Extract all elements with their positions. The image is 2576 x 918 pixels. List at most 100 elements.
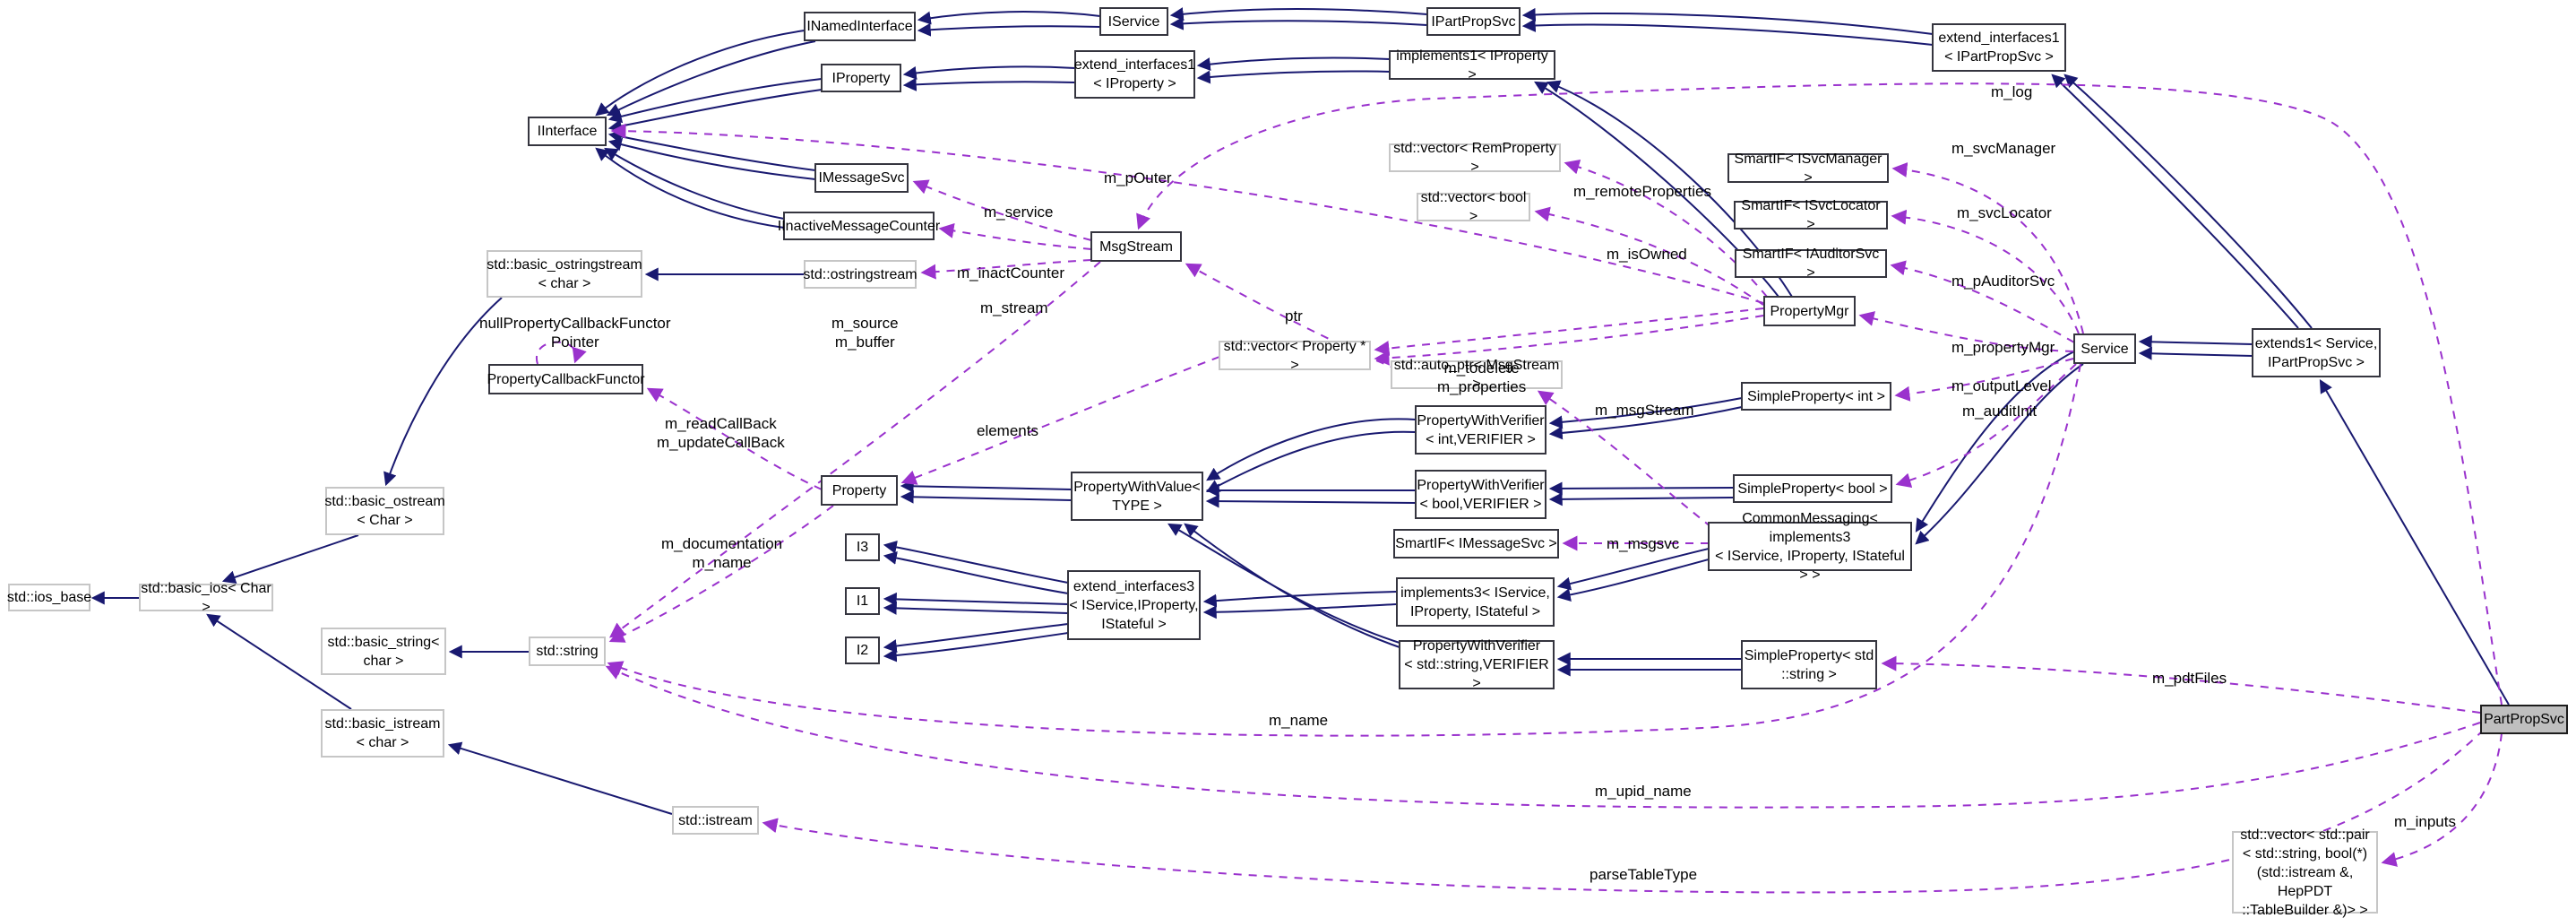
node-simpleproperty-bool[interactable]: SimpleProperty< bool > (1733, 474, 1892, 503)
node-property[interactable]: Property (821, 475, 898, 506)
edge-basicostringstream-basicostream (383, 297, 503, 487)
edge-property-string-mdocumentation (608, 505, 834, 643)
node-extend-interfaces1-ipartpropsvc[interactable]: extend_interfaces1 < IPartPropSvc > (1932, 23, 2066, 72)
edge-label-m-log: m_log (1991, 83, 2033, 100)
edge-inamed-iinterface-a (595, 30, 806, 117)
node-basic-istream[interactable]: std::basic_istream < char > (321, 709, 444, 758)
edge-label-m-documentation-m-name: m_documentation m_name (661, 535, 783, 571)
edge-impl3-extif3-a (1202, 591, 1398, 608)
edge-label-m-stream: m_stream (980, 299, 1048, 316)
edge-service-string-mname (607, 363, 2081, 737)
node-msgstream[interactable]: MsgStream (1090, 231, 1182, 262)
edge-iproperty-iinterface-a (607, 78, 823, 124)
edge-label-parsetabletype: parseTableType (1590, 866, 1698, 883)
edge-label-m-remoteproperties: m_remoteProperties (1573, 183, 1712, 200)
node-inamedinterface[interactable]: INamedInterface (804, 12, 916, 41)
edge-spbool-pwvbool-a (1548, 481, 1735, 496)
edge-service-propertymgr-mpropertymgr (1858, 311, 2074, 352)
node-ipartpropsvc-interface[interactable]: IPartPropSvc (1426, 7, 1521, 36)
node-i1[interactable]: I1 (845, 587, 880, 615)
node-basic-string[interactable]: std::basic_string< char > (321, 628, 446, 675)
node-extends1-service-ipartpropsvc[interactable]: extends1< Service, IPartPropSvc > (2252, 328, 2381, 377)
node-auto-ptr-msgstream[interactable]: std::auto_ptr< MsgStream > (1391, 358, 1563, 392)
edge-service-smartifsvcmanager-msvcmanager (1891, 162, 2084, 334)
node-partpropsvc[interactable]: PartPropSvc (2480, 705, 2568, 734)
edge-spint-pwvint-b (1548, 406, 1743, 440)
edge-partpropsvc-istream-parsetabletype (762, 729, 2485, 894)
edge-label-m-pauditorsvc: m_pAuditorSvc (1951, 273, 2055, 290)
edge-label-m-service: m_service (984, 204, 1054, 221)
node-simpleproperty-string[interactable]: SimpleProperty< std ::string > (1741, 640, 1877, 689)
node-imessagesvc[interactable]: IMessageSvc (814, 163, 909, 193)
edge-partpropsvc-vecpair-minputs (2381, 732, 2503, 867)
node-implements1-iproperty[interactable]: implements1< IProperty > (1389, 48, 1555, 82)
edge-commonmessaging-autoptr-mmsgstream (1537, 390, 1712, 528)
edge-commonmessaging-impl3-b (1556, 559, 1710, 602)
edge-label-m-svcmanager: m_svcManager (1951, 140, 2056, 157)
node-implements3[interactable]: implements3< IService, IProperty, IState… (1396, 577, 1555, 627)
edge-extends1-service-a (2138, 334, 2253, 349)
node-vector-property-ptr[interactable]: std::vector< Property * > (1219, 339, 1371, 373)
edge-extif1iprop-iproperty-b (902, 77, 1076, 91)
edge-service-spbool-mauditinit (1895, 363, 2077, 489)
edge-pwvint-pwvalue-a (1206, 418, 1417, 481)
edge-msgstream-iinactive-minactcounter (938, 222, 1092, 250)
edge-pwvstring-pwvalue-b (1184, 523, 1417, 654)
edge-label-m-msgsvc: m_msgsvc (1607, 535, 1680, 552)
edge-partpropsvc-spstring-mpdtfiles (1881, 655, 2481, 714)
edge-basicistream-basicios (206, 613, 352, 710)
node-basic-ostream[interactable]: std::basic_ostream < Char > (324, 487, 445, 535)
node-extend-interfaces1-iproperty[interactable]: extend_interfaces1 < IProperty > (1074, 50, 1195, 99)
node-string[interactable]: std::string (529, 637, 606, 666)
edge-service-commonmessaging-a (1915, 351, 2075, 533)
node-vector-pair-tablebuilder[interactable]: std::vector< std::pair < std::string, bo… (2232, 827, 2378, 918)
node-iservice[interactable]: IService (1099, 7, 1168, 36)
edge-propertymgr-vecpropptr-mproperties (1374, 315, 1764, 366)
edge-extif3-i1-a (883, 592, 1069, 606)
edge-propertymgr-vecbool-misowned (1534, 206, 1764, 306)
node-simpleproperty-int[interactable]: SimpleProperty< int > (1741, 382, 1891, 411)
edge-service-smartifsvclocator-msvclocator (1891, 209, 2080, 334)
node-propertywithvalue-type[interactable]: PropertyWithValue< TYPE > (1071, 472, 1203, 521)
node-propertycallbackfunctor[interactable]: PropertyCallbackFunctor (487, 364, 645, 394)
node-propertywithverifier-string[interactable]: PropertyWithVerifier < std::string,VERIF… (1399, 638, 1555, 691)
node-iinterface[interactable]: IInterface (528, 117, 607, 146)
edge-label-m-inputs: m_inputs (2394, 813, 2456, 830)
edge-impl1-extif1iprop-b (1196, 70, 1391, 84)
node-basic-ios[interactable]: std::basic_ios< Char > (139, 581, 273, 615)
edge-ipartpropsvc-iservice-a (1169, 7, 1428, 22)
edge-partpropsvc-extends1 (2319, 379, 2510, 706)
node-vector-remproperty[interactable]: std::vector< RemProperty > (1389, 141, 1561, 175)
node-ios-base[interactable]: std::ios_base (7, 584, 91, 611)
node-propertywithverifier-int[interactable]: PropertyWithVerifier < int,VERIFIER > (1415, 405, 1546, 455)
node-istream[interactable]: std::istream (672, 806, 759, 835)
node-iproperty[interactable]: IProperty (821, 64, 901, 92)
edge-iservice-inamedinterface-a (917, 11, 1101, 25)
node-iinactivemessagecounter[interactable]: IInactiveMessageCounter (778, 212, 940, 240)
node-service[interactable]: Service (2073, 333, 2136, 364)
edge-label-nullpropertycallbackfunctorpointer: nullPropertyCallbackFunctor Pointer (479, 315, 671, 351)
node-propertywithverifier-bool[interactable]: PropertyWithVerifier < bool,VERIFIER > (1415, 470, 1546, 519)
edge-iproperty-iinterface-b (607, 89, 823, 133)
node-propertymgr[interactable]: PropertyMgr (1763, 296, 1856, 326)
node-commonmessaging[interactable]: CommonMessaging< implements3 < IService,… (1708, 511, 1912, 583)
edge-extif1ipps-ipartpropsvc-a (1521, 7, 1934, 35)
edge-extif3-i3-b (883, 550, 1069, 594)
node-basic-ostringstream[interactable]: std::basic_ostringstream < char > (487, 250, 642, 298)
edge-spbool-pwvbool-b (1548, 492, 1735, 507)
node-smartif-isvclocator[interactable]: SmartIF< ISvcLocator > (1734, 198, 1888, 232)
node-i3[interactable]: I3 (845, 533, 880, 561)
node-smartif-iauditorsvc[interactable]: SmartIF< IAuditorSvc > (1735, 247, 1887, 281)
node-i2[interactable]: I2 (845, 637, 880, 664)
edge-extif3-i3-a (883, 540, 1069, 584)
node-smartif-imessagesvc[interactable]: SmartIF< IMessageSvc > (1393, 529, 1559, 559)
node-vector-bool[interactable]: std::vector< bool > (1417, 190, 1530, 224)
edge-label-m-name: m_name (1269, 712, 1329, 729)
edge-ipartpropsvc-iservice-b (1169, 16, 1428, 30)
edge-impl3-extif3-b (1202, 603, 1398, 619)
node-smartif-isvcmanager[interactable]: SmartIF< ISvcManager > (1727, 152, 1889, 186)
edge-iservice-inamedinterface-b (917, 22, 1101, 37)
node-extend-interfaces3[interactable]: extend_interfaces3 < IService,IProperty,… (1067, 570, 1201, 640)
node-ostringstream[interactable]: std::ostringstream (803, 260, 918, 289)
